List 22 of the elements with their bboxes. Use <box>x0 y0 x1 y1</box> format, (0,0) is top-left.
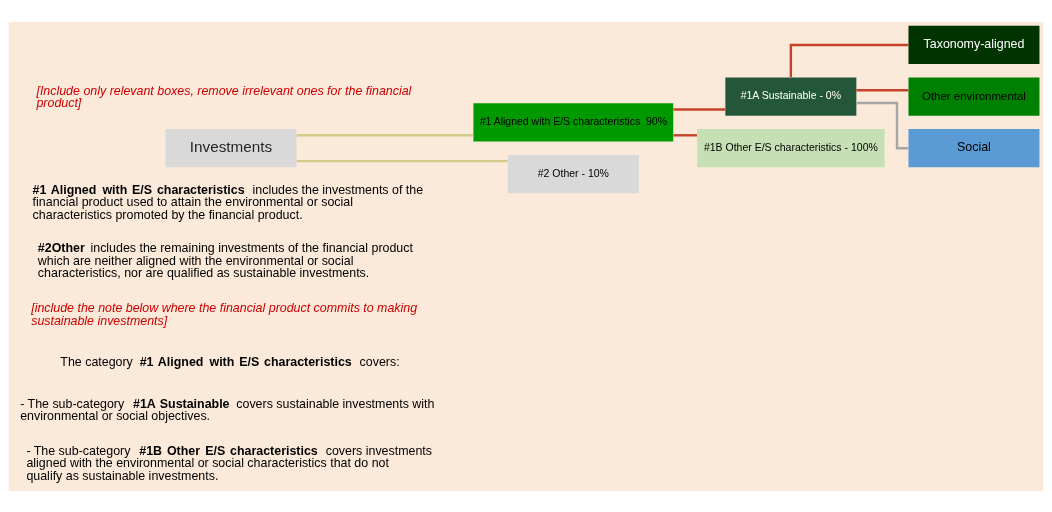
node-box: Taxonomy-aligned <box>908 25 1040 64</box>
label: [Include only relevant boxes, remove irrelevant ones for the financial product] <box>36 83 412 110</box>
connector <box>296 159 508 162</box>
connector <box>856 101 909 149</box>
connector <box>673 107 726 111</box>
label: #1 Aligned with E/S characteristics includes the investments of the financial product used to attain the environmental or social characteristics promoted by the financial product. <box>32 182 424 222</box>
connector <box>296 133 474 136</box>
connector <box>856 88 909 91</box>
connector <box>673 133 697 136</box>
node-box: #1B Other E/S characteristics - 100% <box>697 128 885 167</box>
node-box: Social <box>908 128 1040 167</box>
label: - The sub-category #1A Sustainable covers sustainable investments with environmental or social objectives. <box>20 396 435 423</box>
node-box: #1 Aligned with E/S characteristics 90% <box>473 102 674 141</box>
node-box: Other environmental <box>908 76 1040 116</box>
label: #2Other includes the remaining investments of the financial product which are neither aligned with the environmental or social characteristics, nor are qualified as sustainable investments. <box>37 240 413 280</box>
label: [include the note below where the financial product commits to making sustainable investments] <box>31 300 418 328</box>
node-box: Investments <box>165 128 297 167</box>
node-box: #1A Sustainable - 0% <box>725 76 857 116</box>
label: - The sub-category #1B Other E/S characteristics covers investments aligned with the environmental or social characteristics that do not qualify as sustainable investments. <box>26 443 433 483</box>
node-box: #2 Other - 10% <box>507 154 639 193</box>
label: The category #1 Aligned with E/S characteristics covers: <box>60 354 400 369</box>
connector <box>789 43 909 77</box>
